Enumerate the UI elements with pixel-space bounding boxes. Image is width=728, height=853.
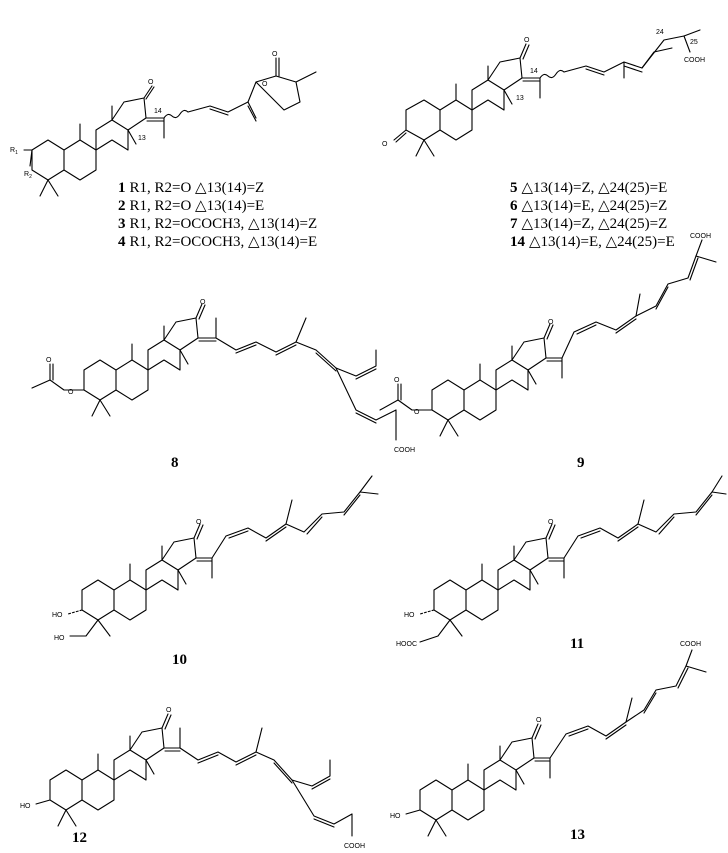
compound-label-13: 13 (570, 827, 585, 843)
ho-13: HO (390, 813, 401, 820)
lactone-o: O (272, 51, 278, 58)
legend-line-7: 7△13(14)=Z, △24(25)=Z (510, 216, 668, 232)
compound-label-12: 12 (72, 830, 87, 846)
compound-label-11: 11 (570, 636, 585, 652)
ketone-o-13: O (536, 717, 542, 724)
ketone-o: O (148, 79, 154, 86)
ring-o: O (262, 81, 268, 88)
compound-label-9: 9 (577, 455, 585, 471)
locant-25: 25 (690, 39, 698, 46)
carbonyl-o-9: O (394, 377, 400, 384)
legend-line-6: 6△13(14)=E, △24(25)=Z (510, 198, 668, 214)
hooc-11: HOOC (396, 641, 417, 648)
ketone-o-3: O (382, 141, 388, 148)
locant-14b: 14 (530, 68, 538, 75)
locant-24: 24 (656, 29, 664, 36)
ester-o-8: O (68, 389, 74, 396)
ho-10: HO (52, 612, 63, 619)
legend-line-14: 14△13(14)=E, △24(25)=E (510, 234, 675, 250)
ho-11: HO (404, 612, 415, 619)
compound-label-10: 10 (172, 652, 187, 668)
cooh-12: COOH (344, 843, 365, 850)
legend-line-5: 5△13(14)=Z, △24(25)=E (510, 180, 668, 196)
ketone-o-8: O (200, 299, 206, 306)
cooh-13: COOH (680, 641, 701, 648)
ketone-o-12: O (166, 707, 172, 714)
locant-13b: 13 (516, 95, 524, 102)
ketone-o-9: O (548, 319, 554, 326)
carbonyl-o-8: O (46, 357, 52, 364)
ester-o-9: O (414, 409, 420, 416)
r1-label: R1 (10, 147, 18, 156)
ketone-o-11: O (548, 519, 554, 526)
legend-right: 5△13(14)=Z, △24(25)=E 6△13(14)=E, △24(25… (510, 179, 675, 251)
locant-14: 14 (154, 108, 162, 115)
compound-label-8: 8 (171, 455, 179, 471)
cooh-9: COOH (690, 233, 711, 240)
cooh-label: COOH (684, 57, 705, 64)
ketone-o-10: O (196, 519, 202, 526)
ketone-o-15: O (524, 37, 530, 44)
ho-12: HO (20, 803, 31, 810)
ho-ch2-10: HO (54, 635, 65, 642)
locant-13: 13 (138, 135, 146, 142)
cooh-8: COOH (394, 447, 415, 454)
r2-label: R2 (24, 171, 32, 180)
